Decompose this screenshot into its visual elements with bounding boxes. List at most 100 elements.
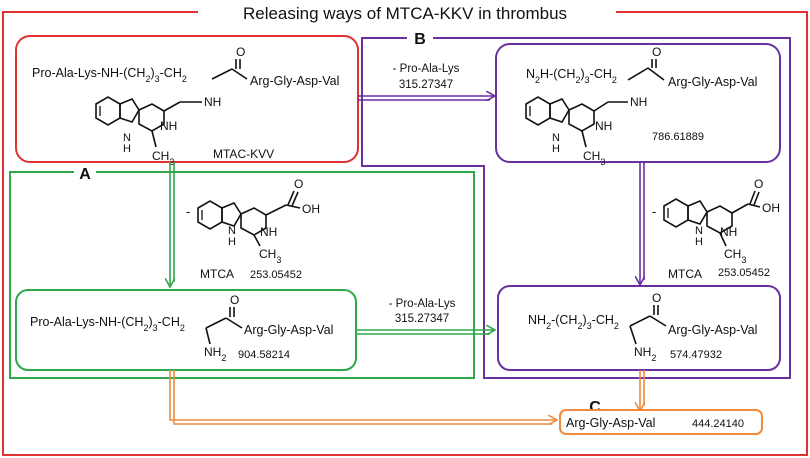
a-mtca-oh: OH (302, 202, 320, 216)
start-structure (95, 59, 248, 148)
b-chain-sub4: 2 (612, 75, 617, 85)
final-carbonyl-o: O (652, 291, 661, 305)
a-mtca-ring-n: N (228, 225, 236, 237)
title-backdrop (198, 2, 616, 24)
b-cleavage-arrow: - Pro-Ala-Lys 315.27347 (358, 63, 494, 100)
svg-text:NH2-(CH2)3-CH2: NH2-(CH2)3-CH2 (528, 313, 619, 331)
a-chain-sub: 2 (143, 323, 148, 333)
b-tail: Arg-Gly-Asp-Val (668, 75, 757, 89)
b-chain-mid: ) (580, 67, 584, 81)
final-chain-sub2: 2 (577, 321, 582, 331)
b-chain-sub: 2 (535, 75, 540, 85)
b-carbonyl-o: O (652, 45, 661, 59)
svg-text:Pro-Ala-Lys-NH-(CH2)3-CH2: Pro-Ala-Lys-NH-(CH2)3-CH2 (32, 66, 187, 84)
start-amide-nh: NH (204, 95, 221, 109)
b-mtca-structure (663, 190, 761, 247)
final-product-mass: 574.47932 (670, 349, 722, 361)
b-ring-h: H (552, 143, 560, 155)
a-product-compound: Pro-Ala-Lys-NH-(CH2)3-CH2 O Arg-Gly-Asp-… (15, 289, 357, 371)
start-ring-nh: NH (160, 119, 177, 133)
start-chain-text: Pro-Ala-Lys-NH-(CH (32, 66, 145, 80)
final-chain-end: -CH (592, 313, 614, 327)
route-b-region (361, 37, 791, 379)
final-chain-sub3: 3 (587, 321, 592, 331)
start-ch3: CH3 (152, 149, 174, 167)
final-chain-mid: ) (582, 313, 586, 327)
b-ch3: CH3 (583, 149, 605, 167)
start-ring-h: H (123, 143, 131, 155)
b-ring-nh: NH (595, 119, 612, 133)
final-product-compound: NH2-(CH2)3-CH2 O Arg-Gly-Asp-Val NH2 574… (497, 285, 781, 371)
b-mtca-ring-n: N (695, 225, 703, 237)
b-mtca-minus: - (652, 204, 656, 219)
a-mtca-minus: - (186, 204, 190, 219)
start-tail: Arg-Gly-Asp-Val (250, 74, 339, 88)
a-chain-text: Pro-Ala-Lys-NH-(CH (30, 315, 143, 329)
a-chain-mid: ) (148, 315, 152, 329)
b-mtca-oh: OH (762, 201, 780, 215)
b-arrow-label: - Pro-Ala-Lys (393, 63, 460, 75)
a-arrow-mass: 315.27347 (395, 313, 449, 325)
final-nh2: NH2 (634, 345, 656, 363)
a-nh2: NH2 (204, 345, 226, 363)
a-mtca-mass: 253.05452 (250, 269, 302, 281)
a-mtca-ring-nh: NH (260, 225, 277, 239)
a-mtca-compound: - O OH NH N H CH3 MTCA 253.05452 (186, 177, 320, 281)
b-chain-rest: H-(CH (540, 67, 575, 81)
final-chain-sub: 2 (546, 321, 551, 331)
svg-text:N2H-(CH2)3-CH2: N2H-(CH2)3-CH2 (526, 67, 617, 85)
start-chain-mid: ) (150, 66, 154, 80)
final-chain-nh: NH (528, 313, 546, 327)
a-chain-end: -CH (158, 315, 180, 329)
a-arrow-label: - Pro-Ala-Lys (389, 298, 456, 310)
b-ring-n: N (552, 132, 560, 144)
start-carbonyl-o: O (236, 45, 245, 59)
b-mtca-ring-h: H (695, 236, 703, 248)
b-product-mass: 786.61889 (652, 131, 704, 143)
b-chain-sub2: 2 (575, 75, 580, 85)
b-amide-nh: NH (630, 95, 647, 109)
a-release-arrow (170, 162, 174, 286)
b-mtca-mass: 253.05452 (718, 267, 770, 279)
b-mtca-ring-nh: NH (720, 225, 737, 239)
a-product-structure (205, 307, 243, 345)
b-release-arrow (640, 162, 644, 284)
a-tail: Arg-Gly-Asp-Val (244, 323, 333, 337)
start-compound: Pro-Ala-Lys-NH-(CH2)3-CH2 O Arg-Gly-Asp-… (15, 35, 359, 167)
c-release-arrows (169, 370, 644, 424)
b-structure (525, 59, 665, 148)
a-carbonyl-o: O (230, 293, 239, 307)
c-product: Arg-Gly-Asp-Val 444.24140 (559, 409, 763, 435)
final-product-structure (629, 305, 667, 345)
a-mtca-ch3: CH3 (259, 247, 281, 265)
route-a-label: A (79, 166, 91, 183)
c-product-name: Arg-Gly-Asp-Val (566, 416, 655, 430)
final-chain-sub4: 2 (614, 321, 619, 331)
a-product-mass: 904.58214 (238, 349, 290, 361)
start-chain-sub2: 3 (155, 74, 160, 84)
a-mtca-name: MTCA (200, 267, 234, 281)
a-chain-sub3: 2 (180, 323, 185, 333)
diagram-title: Releasing ways of MTCA-KKV in thrombus (243, 4, 567, 23)
b-mtca-name: MTCA (668, 267, 702, 281)
b-arrow-mass: 315.27347 (399, 79, 453, 91)
start-ring-n: N (123, 132, 131, 144)
final-chain-rest: -(CH (551, 313, 577, 327)
a-mtca-structure (197, 190, 301, 247)
start-chain-end: -CH (160, 66, 182, 80)
c-product-mass: 444.24140 (692, 418, 744, 430)
b-mtca-o: O (754, 177, 763, 191)
a-chain-sub2: 3 (153, 323, 158, 333)
a-mtca-ring-h: H (228, 236, 236, 248)
b-mtca-compound: - O OH NH N H CH3 MTCA 253.05452 (652, 177, 780, 281)
a-cleavage-arrow: - Pro-Ala-Lys 315.27347 (356, 298, 494, 334)
b-chain-end: -CH (590, 67, 612, 81)
start-chain-sub3: 2 (182, 74, 187, 84)
b-mtca-ch3: CH3 (724, 247, 746, 265)
route-a-region (9, 171, 475, 379)
start-compound-name: MTAC-KVV (213, 147, 274, 161)
b-product-compound: N2H-(CH2)3-CH2 O Arg-Gly-Asp-Val NH NH N… (495, 43, 781, 167)
start-chain-sub: 2 (145, 74, 150, 84)
a-mtca-o: O (294, 177, 303, 191)
